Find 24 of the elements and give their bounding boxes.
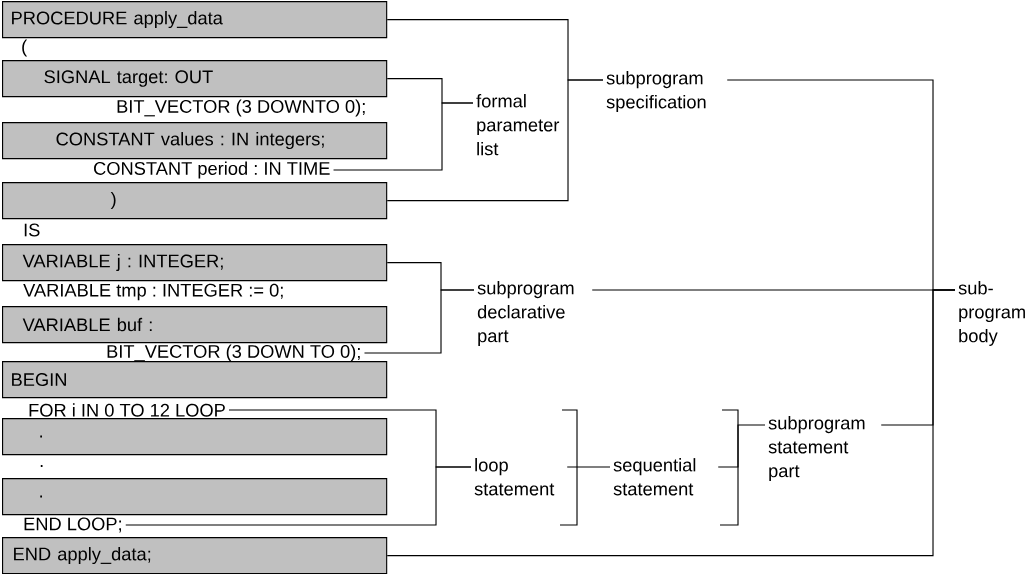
bracket-line xyxy=(386,79,604,202)
bracket-label: subprogram declarative part xyxy=(477,281,574,346)
code-line: . xyxy=(40,465,43,467)
bracket-line xyxy=(363,289,475,354)
code-line: BIT_VECTOR (3 DOWNTO 0); xyxy=(117,99,365,117)
bracket-line xyxy=(125,466,472,526)
bracket-label: subprogram specification xyxy=(606,71,706,113)
bracket-label: formal parameter list xyxy=(476,94,560,156)
code-line: ( xyxy=(22,39,28,57)
bracket-label: sub- program body xyxy=(958,281,1025,346)
bracket-line xyxy=(333,102,474,171)
code-line: FOR i IN 0 TO 12 LOOP xyxy=(29,403,225,417)
bracket-label: subprogram statement part xyxy=(768,416,865,481)
bracket-line xyxy=(717,424,766,468)
code-line: END LOOP; xyxy=(24,517,121,533)
code-line-box: END apply_data; xyxy=(2,537,388,574)
bracket-label: sequential statement xyxy=(613,458,696,496)
bracket-line xyxy=(566,466,611,468)
code-line: BIT_VECTOR (3 DOWN TO 0); xyxy=(107,344,360,362)
code-line: CONSTANT period : IN TIME xyxy=(94,161,330,179)
bracket-line xyxy=(386,289,956,557)
code-line: VARIABLE tmp : INTEGER := 0; xyxy=(23,283,283,301)
code-line: IS xyxy=(24,223,40,237)
bracket-label: loop statement xyxy=(474,458,555,496)
